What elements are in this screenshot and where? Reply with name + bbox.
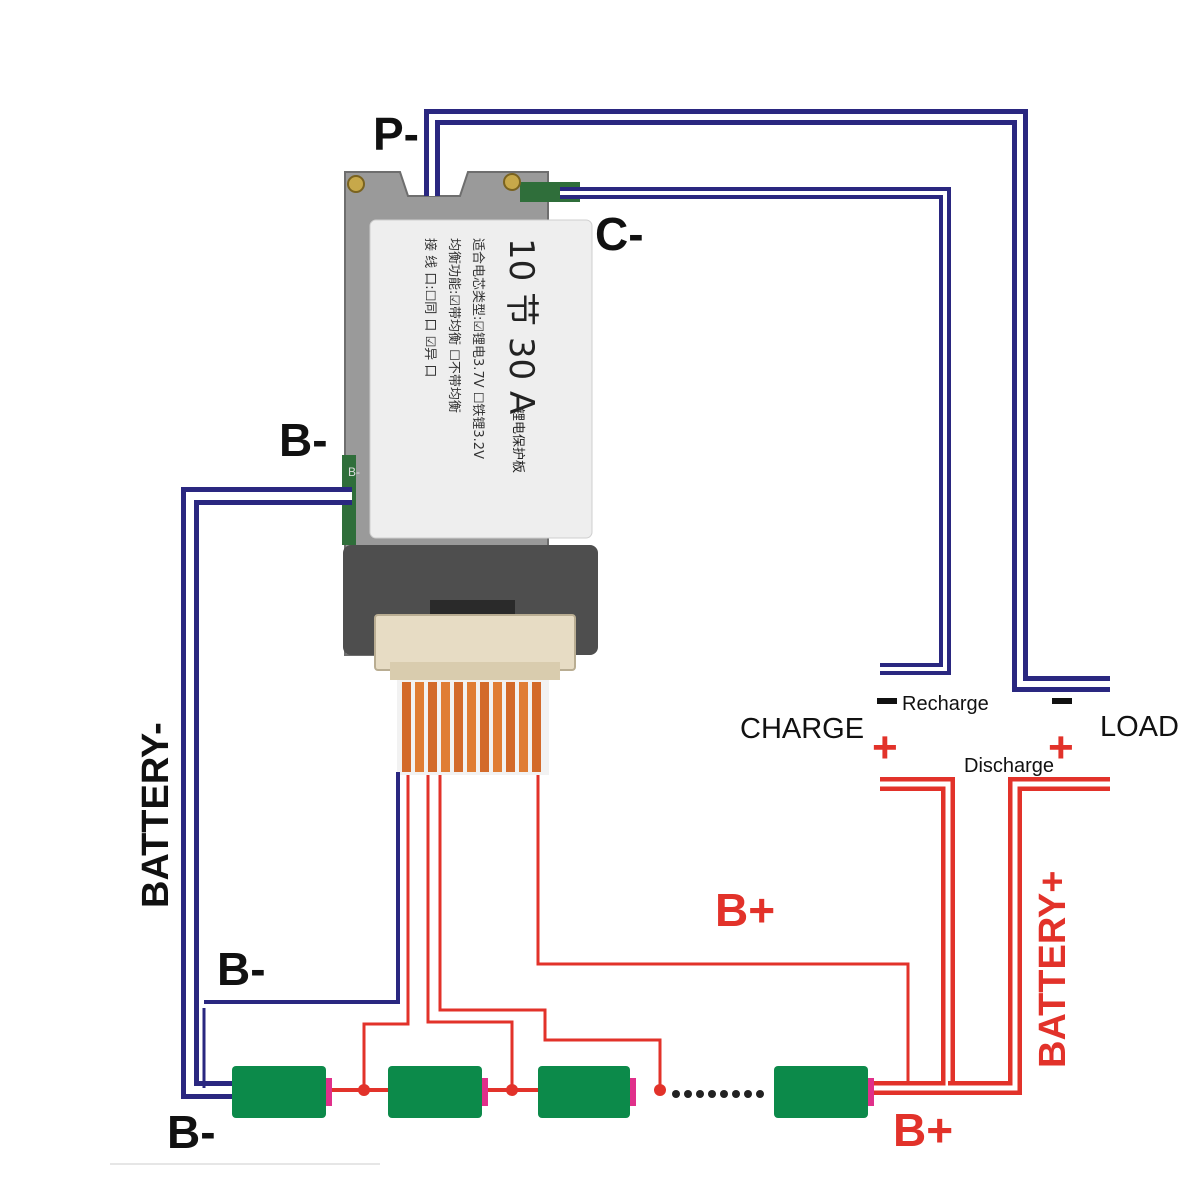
board-spec-line-1: 适合电芯类型:☑锂电3.7V ☐铁锂3.2V (470, 238, 485, 459)
balance-connector (374, 614, 576, 671)
load-minus-symbol (1052, 698, 1072, 704)
b-minus-board-label: B- (279, 414, 328, 466)
cell-3 (538, 1066, 636, 1118)
b-plus-bottom-label: B+ (893, 1104, 953, 1156)
balance-ribbon-cable (397, 680, 549, 775)
battery-minus-label: BATTERY- (135, 722, 177, 908)
b-minus-tap-wire (204, 772, 400, 1004)
board-spec-line-2: 均衡功能:☑带均衡 ☐不带均衡 (446, 238, 461, 413)
battery-cells (232, 1066, 874, 1118)
board-label-sticker (369, 219, 593, 539)
balance-tap-3 (438, 775, 662, 1090)
board-title-suffix: 锂电保护板 (510, 408, 525, 473)
board-pin-label: B- (348, 465, 360, 479)
b-plus-tap-label: B+ (715, 884, 775, 936)
recharge-label: Recharge (902, 693, 989, 715)
battery-plus-wire-inner (870, 781, 951, 1091)
discharge-label: Discharge (964, 755, 1054, 777)
balance-tap-1 (362, 775, 410, 1090)
terminal-symbols (877, 698, 1072, 704)
c-minus-wire (560, 187, 951, 675)
junction-dots (358, 1084, 666, 1096)
mount-hole-left (347, 175, 365, 193)
c-minus-wire-inner (560, 191, 947, 671)
charge-label: CHARGE (740, 713, 864, 745)
b-minus-bottom-label: B- (167, 1106, 216, 1158)
battery-minus-wire-inner (186, 492, 352, 1094)
series-chain (672, 1090, 764, 1098)
discharge-plus-wire (948, 777, 1110, 1095)
c-minus-label: C- (595, 208, 644, 260)
positive-wires (330, 775, 1110, 1095)
charge-minus-symbol (877, 698, 897, 704)
cell-1 (232, 1066, 332, 1118)
balance-tap-bplus (536, 775, 910, 1088)
balance-connector-lip (390, 662, 560, 680)
p-minus-wire-inner (429, 114, 1110, 687)
mount-hole-right (503, 173, 521, 191)
junction-dot-3 (654, 1084, 666, 1096)
cell-n (774, 1066, 874, 1118)
battery-plus-label: BATTERY+ (1032, 871, 1074, 1068)
b-minus-tap-label: B- (217, 943, 266, 995)
load-plus-sign: + (1048, 723, 1074, 772)
discharge-plus-wire-inner (948, 781, 1110, 1091)
board-spec-line-3: 接 线 口:☐同 口 ☑异 口 (422, 238, 438, 377)
junction-dot-1 (358, 1084, 370, 1096)
bms-board: 10 节 30 A 锂电保护板 适合电芯类型:☑锂电3.7V ☐铁锂3.2V 均… (342, 171, 598, 775)
balance-tap-2 (426, 775, 514, 1090)
junction-dot-2 (506, 1084, 518, 1096)
cell-2 (388, 1066, 488, 1118)
p-minus-label: P- (373, 108, 419, 160)
negative-wires (181, 109, 1110, 1099)
board-title: 10 节 30 A (501, 238, 541, 414)
charge-plus-sign: + (872, 723, 898, 772)
load-label: LOAD (1100, 711, 1179, 743)
